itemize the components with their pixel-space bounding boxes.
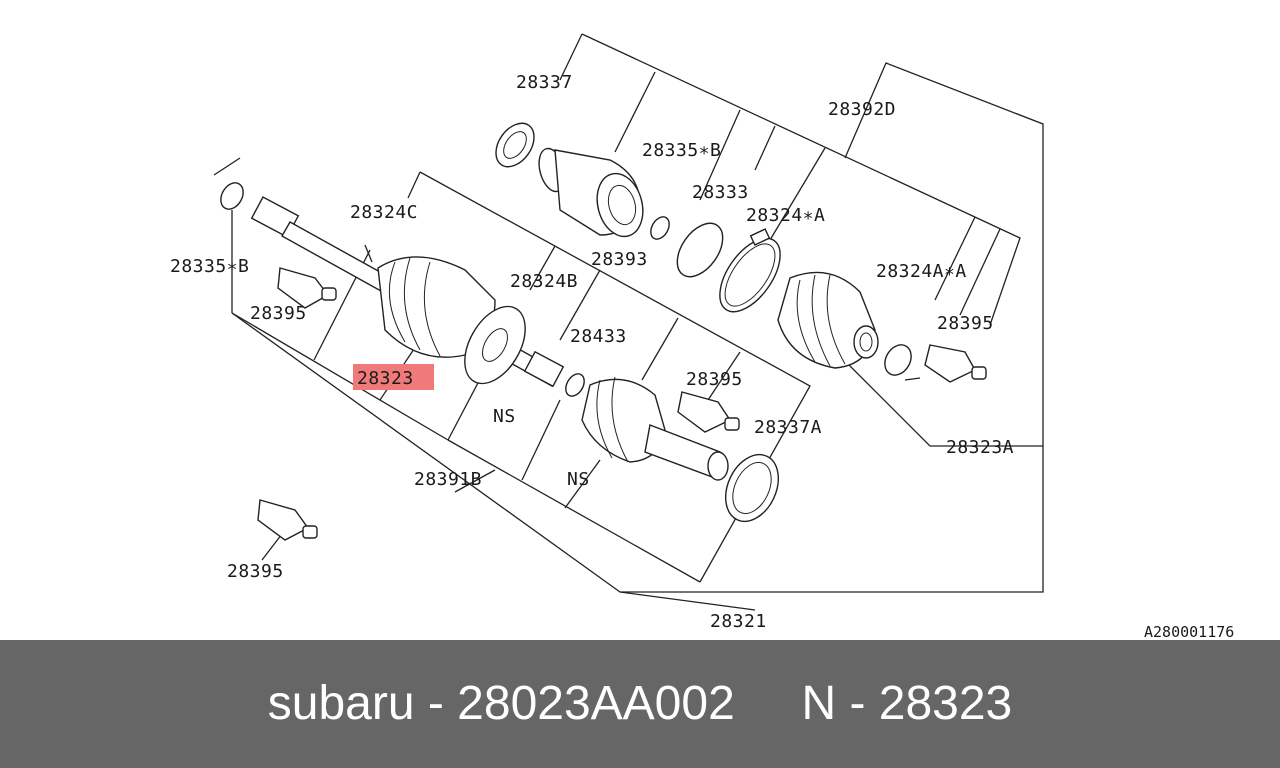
label-28335B-top[interactable]: 28335∗B (642, 140, 721, 161)
label-28323[interactable]: 28323 (357, 368, 414, 389)
label-28333[interactable]: 28333 (692, 182, 749, 203)
image-code: A280001176 (1144, 623, 1234, 640)
label-28337[interactable]: 28337 (516, 72, 573, 93)
exploded-view-drawing: 28337 28392D 28335∗B 28333 28324∗A 28324… (170, 33, 1234, 640)
label-28395-left[interactable]: 28395 (250, 303, 307, 324)
label-ns-2: NS (567, 469, 590, 490)
parts-diagram: 28337 28392D 28335∗B 28333 28324∗A 28324… (170, 33, 1235, 640)
part-clip-28335B-top (650, 216, 670, 240)
label-28393[interactable]: 28393 (591, 249, 648, 270)
label-28337A[interactable]: 28337A (754, 417, 822, 438)
part-ring-28337A (724, 453, 780, 523)
label-28321[interactable]: 28321 (710, 611, 767, 632)
part-boot-28323A (777, 271, 879, 369)
part-cap-28395-right (924, 344, 987, 383)
part-ring-28333 (676, 222, 724, 278)
part-cap-28395-bottom (257, 499, 318, 541)
label-28391B[interactable]: 28391B (414, 469, 482, 490)
part-clip-28324AA (884, 344, 921, 381)
part-cap-28395-mid (677, 391, 740, 433)
label-28324C[interactable]: 28324C (350, 202, 418, 223)
label-28324B[interactable]: 28324B (510, 271, 578, 292)
highlight-28323 (353, 364, 434, 390)
part-cap-28395-left (277, 267, 337, 309)
label-28324AA[interactable]: 28324A∗A (876, 261, 967, 282)
part-ring-28337 (495, 122, 535, 168)
part-housing-28392D (538, 147, 644, 238)
label-28395-mid[interactable]: 28395 (686, 369, 743, 390)
footer-caption: subaru - 28023AA002 N - 28323 (267, 677, 1013, 730)
part-band-28324A (719, 228, 781, 313)
label-28395-bottom[interactable]: 28395 (227, 561, 284, 582)
part-labels: 28337 28392D 28335∗B 28333 28324∗A 28324… (170, 72, 1234, 640)
label-ns-1: NS (493, 406, 516, 427)
label-28392D[interactable]: 28392D (828, 99, 896, 120)
label-28323A[interactable]: 28323A (946, 437, 1014, 458)
footer-bar: subaru - 28023AA002 N - 28323 (0, 640, 1280, 768)
part-shaft-28323[interactable] (216, 179, 565, 394)
part-clip-28433 (565, 373, 585, 397)
part-outer-joint (581, 376, 729, 481)
label-28395-right[interactable]: 28395 (937, 313, 994, 334)
label-28433[interactable]: 28433 (570, 326, 627, 347)
label-28335B-left[interactable]: 28335∗B (170, 256, 249, 277)
assembly-bracket-lines (213, 33, 1044, 611)
label-28324A[interactable]: 28324∗A (746, 205, 825, 226)
